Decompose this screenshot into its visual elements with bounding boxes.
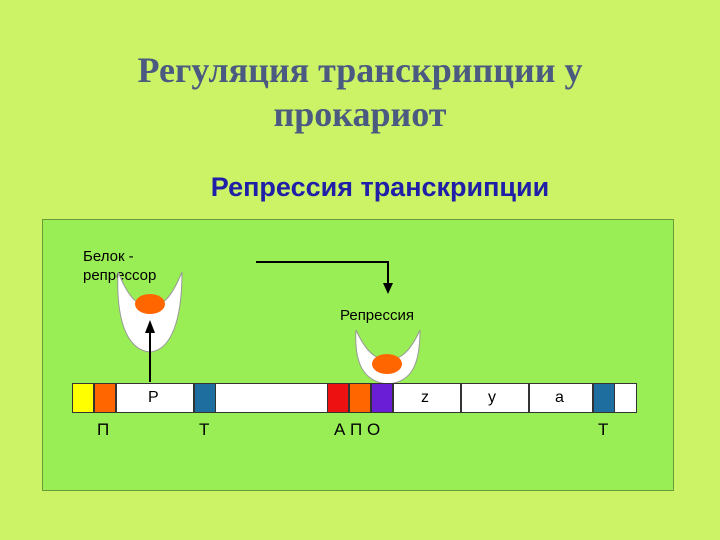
inducer-binding-free: [135, 294, 165, 314]
repression-arrow-head: [383, 283, 393, 294]
repressor-binding-site: [372, 354, 402, 374]
repression-arrow-line: [256, 262, 388, 286]
label-terminator-2: Т: [598, 420, 608, 440]
gene-label-y: y: [488, 389, 496, 407]
terminator-segment-2: [593, 383, 615, 413]
promoter-segment-2: [349, 383, 371, 413]
terminator-segment-1: [194, 383, 216, 413]
gene-label-a: a: [555, 389, 564, 407]
label-terminator-1: Т: [199, 420, 209, 440]
promoter-segment: [72, 383, 94, 413]
gene-label-regulator: P: [148, 389, 159, 407]
label-promoter: П: [97, 420, 109, 440]
operator-segment-regulator: [94, 383, 116, 413]
label-apo: А П О: [334, 420, 380, 440]
activator-segment: [327, 383, 349, 413]
gene-label-z: z: [421, 389, 429, 407]
operator-segment: [371, 383, 393, 413]
